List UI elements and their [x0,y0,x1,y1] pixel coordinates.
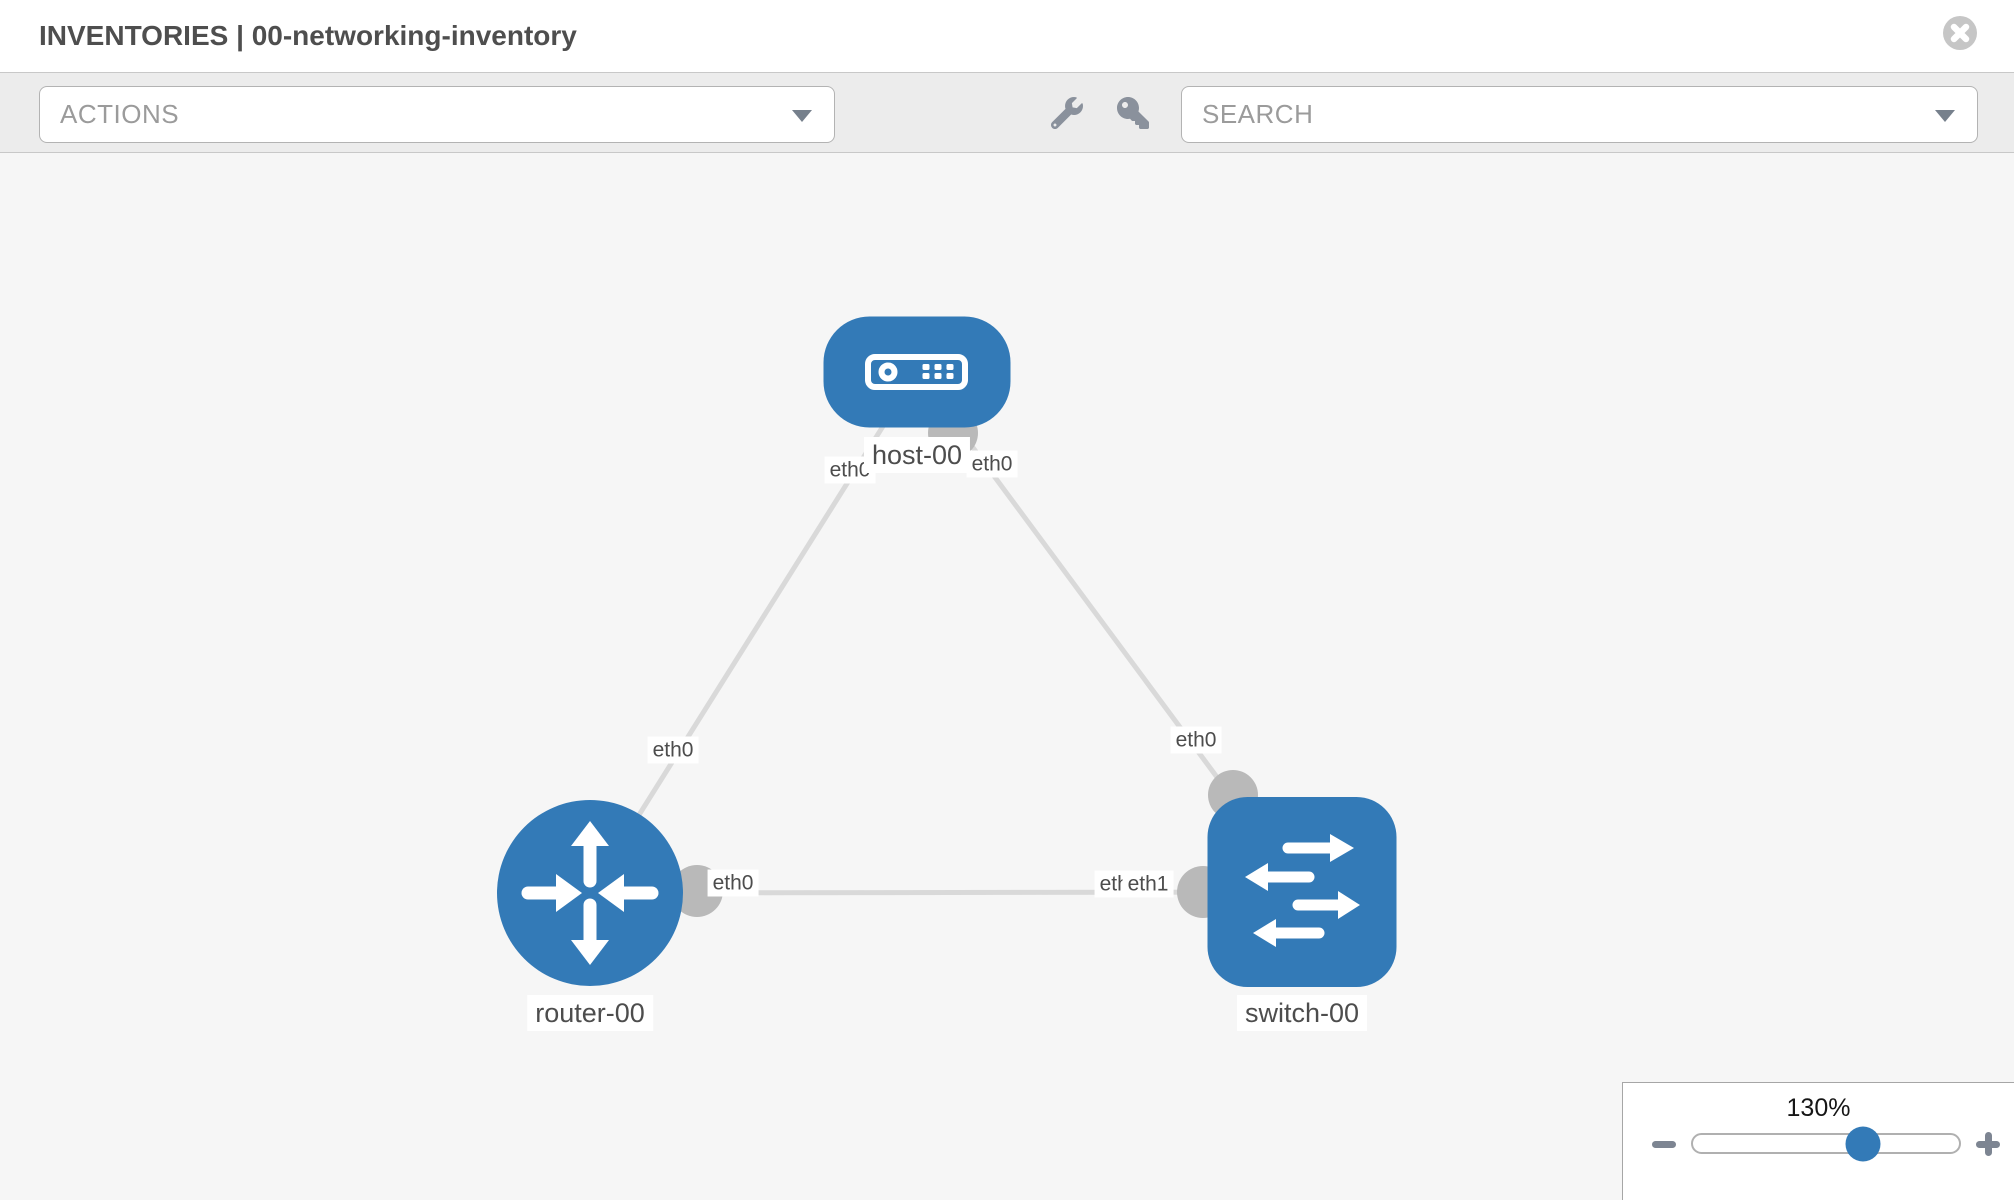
node-label-router-00: router-00 [527,995,653,1031]
interface-label: eth0 [1170,726,1222,754]
node-switch-00[interactable] [1207,797,1397,987]
interface-label: eth0 [707,869,759,897]
interface-label: eth1 [1122,870,1174,898]
minus-icon [1652,1141,1676,1148]
page-title: INVENTORIES | 00-networking-inventory [39,20,577,51]
caret-down-icon [1935,110,1955,122]
zoom-out-button[interactable] [1648,1128,1680,1160]
server-icon [865,354,968,390]
header: INVENTORIES | 00-networking-inventory [0,0,2014,72]
node-label-host-00: host-00 [863,437,971,473]
zoom-in-button[interactable] [1972,1128,2004,1160]
switch-icon [1245,834,1360,947]
toolbar: ACTIONS SEARCH [0,72,2014,153]
zoom-slider-handle[interactable] [1845,1126,1881,1161]
wrench-button[interactable] [1050,97,1084,131]
key-button[interactable] [1116,97,1150,131]
wrench-icon [1050,97,1083,130]
search-dropdown[interactable]: SEARCH [1181,86,1978,143]
close-button[interactable] [1943,16,1977,50]
interface-label: eth0 [966,450,1018,478]
zoom-level-label: 130% [1786,1094,1851,1122]
key-icon [1117,97,1149,129]
actions-dropdown[interactable]: ACTIONS [39,86,835,143]
caret-down-icon [792,110,812,122]
interface-label: eth0 [647,736,699,764]
router-icon [521,821,659,965]
search-dropdown-label: SEARCH [1202,99,1314,129]
node-router-00[interactable] [497,800,683,986]
actions-dropdown-label: ACTIONS [60,99,180,129]
plus-icon [1984,1132,1992,1156]
node-host-00[interactable] [823,316,1011,428]
zoom-slider[interactable] [1691,1126,1961,1161]
node-label-switch-00: switch-00 [1236,995,1368,1031]
zoom-panel: 130% [1622,1082,2014,1200]
close-icon [1943,16,1977,50]
